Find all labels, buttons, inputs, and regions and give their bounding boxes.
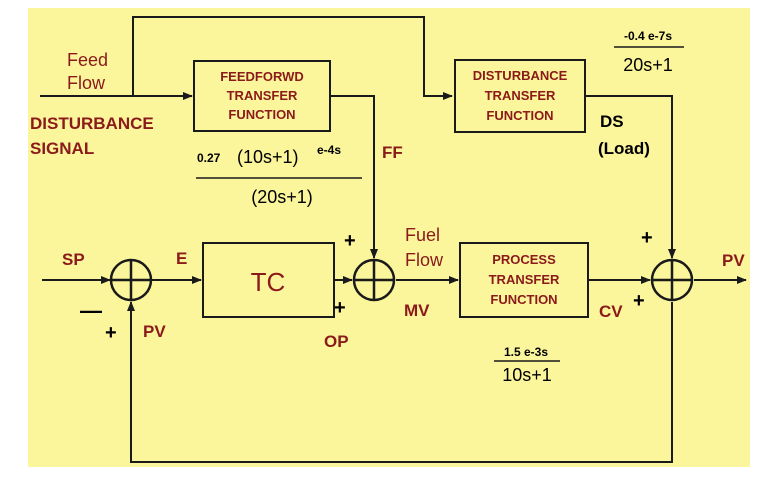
- feed-flow-label-line-1: Feed: [67, 50, 108, 70]
- process-block: PROCESS TRANSFER FUNCTION: [459, 242, 589, 318]
- fuel-flow-label-line-2: Flow: [405, 250, 444, 270]
- ff-signal-line: [330, 95, 378, 259]
- ds-tf-denominator: 20s+1: [623, 55, 673, 75]
- feedforward-block: FEEDFORWD TRANSFER FUNCTION: [193, 60, 331, 132]
- op-label: OP: [324, 332, 349, 351]
- ff-tf-gain: 0.27: [197, 151, 221, 165]
- pv-feedback-label: PV: [143, 322, 166, 341]
- ds-label-line-1: DS: [600, 112, 624, 131]
- summing-junction-3: [650, 258, 694, 302]
- diagram-background: [28, 8, 750, 467]
- feedforward-block-line-1: FEEDFORWD: [220, 69, 304, 84]
- feed-flow-label-line-2: Flow: [67, 73, 106, 93]
- process-block-line-3: FUNCTION: [490, 292, 557, 307]
- disturbance-block: DISTURBANCE TRANSFER FUNCTION: [454, 59, 586, 133]
- pv-feedback-line: [127, 301, 673, 463]
- summing-junction-1: [109, 258, 153, 302]
- ff-label: FF: [382, 143, 403, 162]
- feedforward-block-line-3: FUNCTION: [228, 107, 295, 122]
- tc-label: TC: [251, 267, 286, 297]
- sum3-top-plus-sign: +: [641, 227, 653, 249]
- process-transfer-function: 1.5 e-3s 10s+1: [494, 345, 560, 385]
- process-block-line-1: PROCESS: [492, 252, 556, 267]
- ds-signal-line: [586, 95, 676, 259]
- feedforward-transfer-function: 0.27 (10s+1) e-4s (20s+1): [196, 143, 362, 207]
- summing-junction-2: [352, 258, 396, 302]
- process-tf-numerator: 1.5 e-3s: [504, 345, 548, 359]
- e-label: E: [176, 249, 187, 268]
- sum1-minus-sign: —: [80, 298, 102, 323]
- process-tf-denominator: 10s+1: [502, 365, 552, 385]
- cv-label: CV: [599, 302, 623, 321]
- disturbance-block-line-3: FUNCTION: [486, 108, 553, 123]
- sp-label: SP: [62, 250, 85, 269]
- feedforward-block-line-2: TRANSFER: [227, 88, 298, 103]
- disturbance-block-line-2: TRANSFER: [485, 88, 556, 103]
- sum3-left-plus-sign: +: [633, 290, 645, 312]
- feed-flow-branch-line: [132, 16, 453, 100]
- disturbance-signal-label-line-1: DISTURBANCE: [30, 114, 154, 133]
- disturbance-signal-label-line-2: SIGNAL: [30, 139, 94, 158]
- fuel-flow-label-line-1: Fuel: [405, 225, 440, 245]
- ff-tf-exponent: e-4s: [317, 143, 341, 157]
- ds-label-line-2: (Load): [598, 139, 650, 158]
- ff-tf-numerator: (10s+1): [237, 147, 299, 167]
- mv-label: MV: [404, 301, 430, 320]
- disturbance-block-line-1: DISTURBANCE: [473, 68, 568, 83]
- disturbance-transfer-function: -0.4 e-7s 20s+1: [614, 29, 684, 75]
- tc-block: TC: [202, 242, 335, 318]
- sum1-plus-sign: +: [105, 322, 117, 344]
- sum2-bottom-plus-sign: +: [334, 297, 346, 319]
- process-block-line-2: TRANSFER: [489, 272, 560, 287]
- sum2-top-plus-sign: +: [344, 230, 356, 252]
- ff-tf-denominator: (20s+1): [251, 187, 313, 207]
- pv-output-label: PV: [722, 251, 745, 270]
- ds-tf-numerator: -0.4 e-7s: [624, 29, 672, 43]
